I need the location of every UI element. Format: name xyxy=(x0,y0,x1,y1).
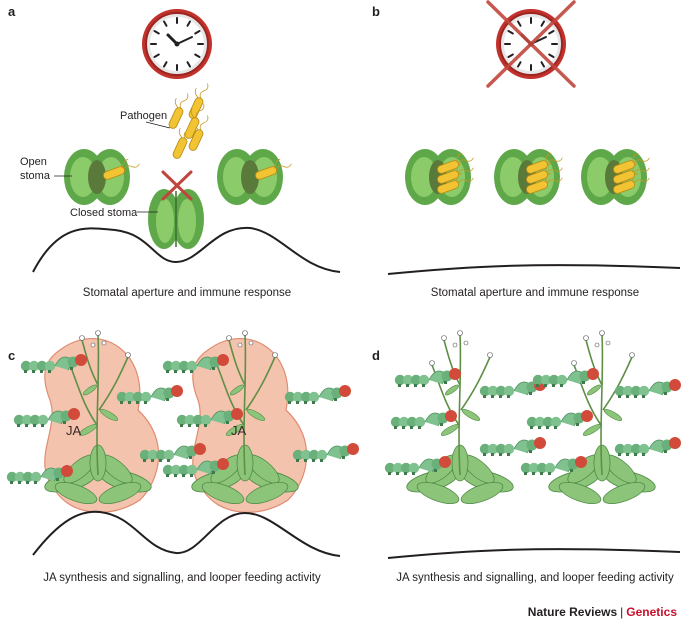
panel-b-letter: b xyxy=(372,4,380,19)
stoma-icon xyxy=(581,149,652,205)
panel-b-caption: Stomatal aperture and immune response xyxy=(431,287,639,299)
flat-curve xyxy=(387,548,681,559)
caterpillar-icon xyxy=(284,384,352,405)
caterpillar-icon xyxy=(390,409,458,430)
pathogen-cluster xyxy=(163,79,212,161)
caterpillar-icon xyxy=(479,436,547,457)
panel-c-letter: c xyxy=(8,348,15,363)
closed-stoma-label: Closed stoma xyxy=(70,207,138,219)
credit-separator: | xyxy=(620,605,624,619)
panel-a-caption: Stomatal aperture and immune response xyxy=(83,287,291,299)
caterpillar-icon xyxy=(394,367,462,388)
clock-icon xyxy=(140,7,214,81)
caterpillar-icon xyxy=(614,436,682,457)
stoma-icon xyxy=(494,149,565,205)
journal-credit: Nature Reviews|Genetics xyxy=(528,605,677,619)
ja-label: JA xyxy=(231,423,247,438)
journal-name: Genetics xyxy=(626,605,677,619)
stoma-icon xyxy=(217,149,283,205)
panel-d-caption: JA synthesis and signalling, and looper … xyxy=(396,572,674,584)
cross-mark-icon xyxy=(486,0,576,88)
caterpillar-icon xyxy=(614,378,682,399)
open-stoma-label-line1: Open xyxy=(20,156,47,168)
cross-mark-icon xyxy=(161,170,193,201)
rhythm-curve xyxy=(32,510,341,557)
stoma-icon xyxy=(405,149,476,205)
rhythm-curve xyxy=(32,226,341,273)
flat-curve xyxy=(387,264,681,275)
pathogen-label: Pathogen xyxy=(120,110,167,122)
publisher-name: Nature Reviews xyxy=(527,605,618,619)
open-stoma-label-line2: stoma xyxy=(20,170,51,182)
panel-a-letter: a xyxy=(8,4,16,19)
ja-label: JA xyxy=(66,423,82,438)
stoma-icon xyxy=(64,149,130,205)
panel-d-letter: d xyxy=(372,348,380,363)
caterpillar-icon xyxy=(526,409,594,430)
closed-stoma-icon xyxy=(148,189,204,249)
panel-c-caption: JA synthesis and signalling, and looper … xyxy=(43,572,321,584)
